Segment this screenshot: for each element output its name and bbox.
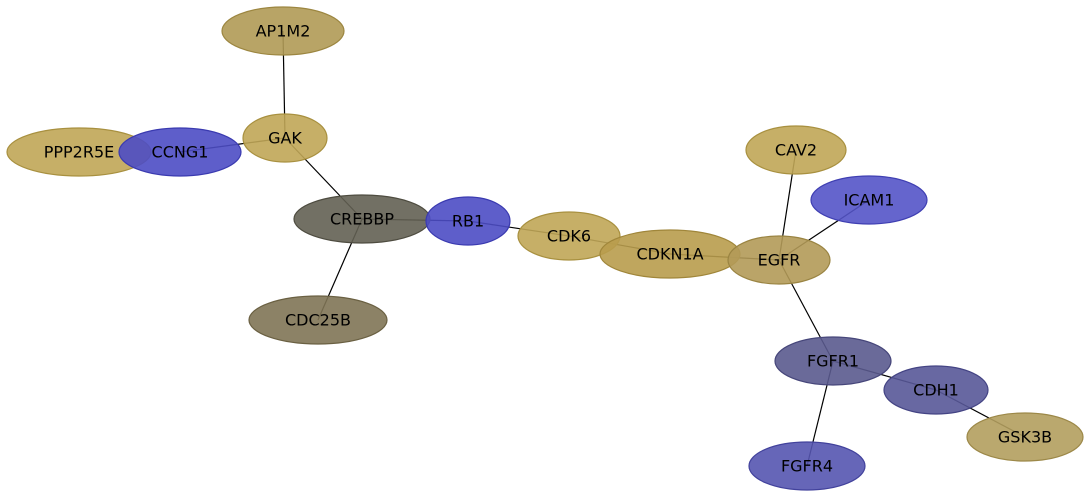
node-shape[interactable] xyxy=(242,113,328,163)
node-label: CDC25B xyxy=(285,311,351,330)
node-egfr[interactable]: EGFR xyxy=(727,235,831,285)
node-shape[interactable] xyxy=(748,441,866,491)
node-label: RB1 xyxy=(452,212,484,231)
node-ccng1[interactable]: CCNG1 xyxy=(118,127,242,177)
node-label: CDKN1A xyxy=(636,245,703,264)
node-label: CREBBP xyxy=(330,210,394,229)
node-shape[interactable] xyxy=(221,6,345,56)
node-rb1[interactable]: RB1 xyxy=(425,196,511,246)
node-label: PPP2R5E xyxy=(44,143,115,162)
node-label: CDK6 xyxy=(547,227,591,246)
node-label: AP1M2 xyxy=(256,22,311,41)
node-shape[interactable] xyxy=(774,336,892,386)
node-shape[interactable] xyxy=(810,175,928,225)
node-shape[interactable] xyxy=(425,196,511,246)
node-shape[interactable] xyxy=(118,127,242,177)
node-label: GSK3B xyxy=(998,428,1052,447)
node-label: GAK xyxy=(268,129,302,148)
node-label: CDH1 xyxy=(913,381,959,400)
node-label: CCNG1 xyxy=(152,143,209,162)
node-gsk3b[interactable]: GSK3B xyxy=(966,412,1084,462)
node-cdc25b[interactable]: CDC25B xyxy=(248,295,388,345)
node-crebbp[interactable]: CREBBP xyxy=(293,194,431,244)
node-label: EGFR xyxy=(758,251,801,270)
node-ap1m2[interactable]: AP1M2 xyxy=(221,6,345,56)
node-shape[interactable] xyxy=(248,295,388,345)
node-label: CAV2 xyxy=(775,141,817,160)
node-icam1[interactable]: ICAM1 xyxy=(810,175,928,225)
node-cdh1[interactable]: CDH1 xyxy=(883,365,989,415)
node-ppp2r5e[interactable]: PPP2R5E xyxy=(6,127,152,177)
node-fgfr4[interactable]: FGFR4 xyxy=(748,441,866,491)
node-shape[interactable] xyxy=(883,365,989,415)
node-cav2[interactable]: CAV2 xyxy=(745,125,847,175)
node-shape[interactable] xyxy=(966,412,1084,462)
node-cdk6[interactable]: CDK6 xyxy=(517,211,621,261)
node-shape[interactable] xyxy=(745,125,847,175)
node-label: FGFR4 xyxy=(781,457,833,476)
node-label: ICAM1 xyxy=(844,191,895,210)
node-fgfr1[interactable]: FGFR1 xyxy=(774,336,892,386)
node-shape[interactable] xyxy=(517,211,621,261)
node-shape[interactable] xyxy=(727,235,831,285)
node-cdkn1a[interactable]: CDKN1A xyxy=(599,229,741,279)
node-gak[interactable]: GAK xyxy=(242,113,328,163)
node-label: FGFR1 xyxy=(807,352,859,371)
